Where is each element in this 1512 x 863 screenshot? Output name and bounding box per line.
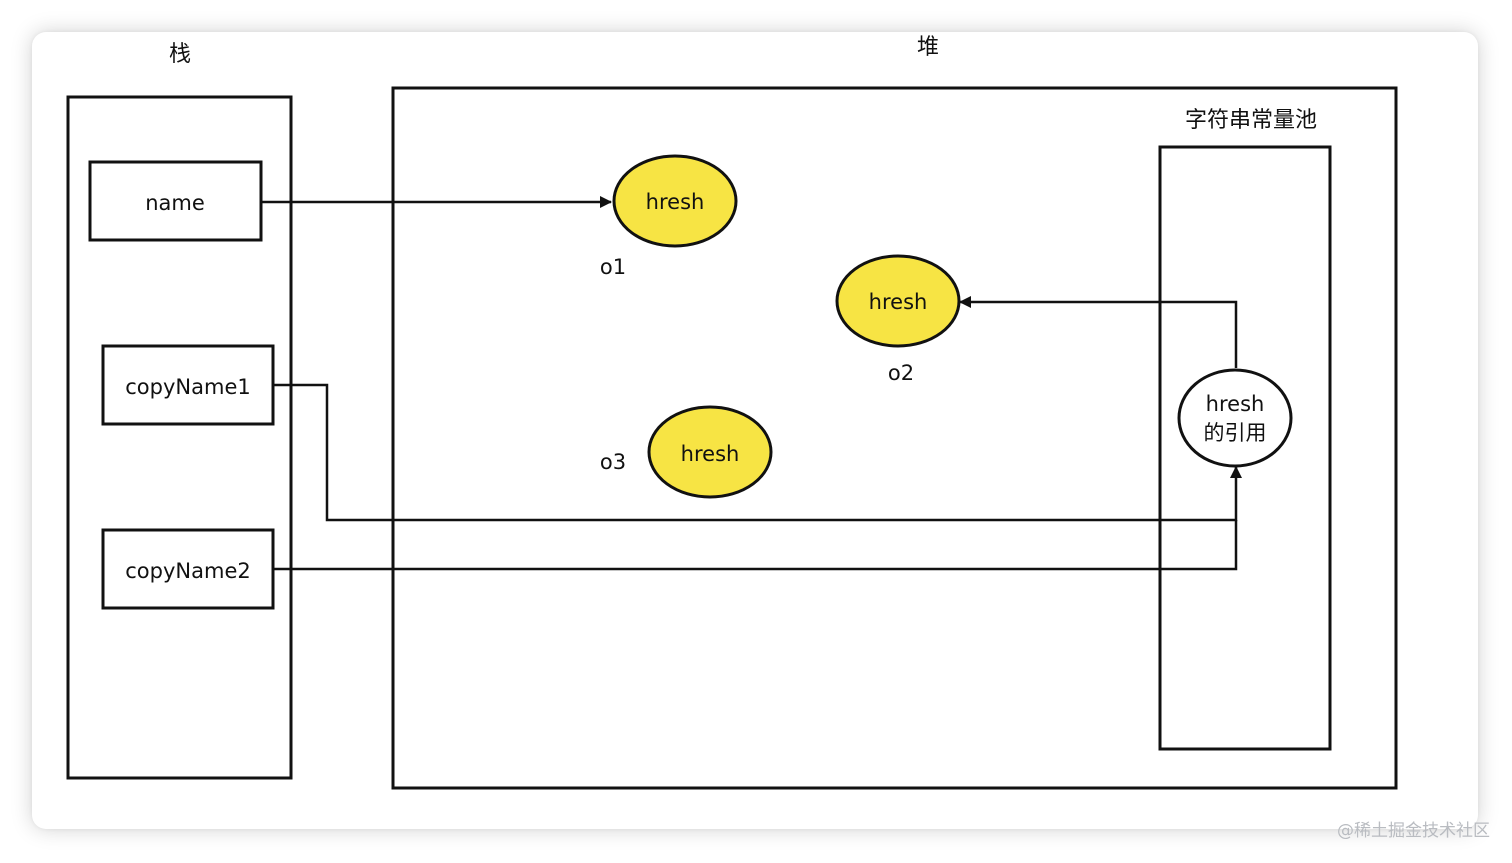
stack-title: 栈 xyxy=(169,42,191,67)
object-value: hresh xyxy=(681,442,740,466)
object-value: hresh xyxy=(646,190,705,214)
stack-var-label: copyName1 xyxy=(125,375,250,399)
stack-var-box xyxy=(101,528,275,610)
string-pool-region xyxy=(1158,145,1332,751)
heap-title: 堆 xyxy=(917,35,939,60)
object-name: o1 xyxy=(600,255,626,279)
heap-object-o3: hresh o3 xyxy=(600,405,773,499)
stack-var-copyname2: copyName2 xyxy=(101,528,275,610)
reference-label-line2: 的引用 xyxy=(1204,421,1267,445)
watermark: @稀土掘金技术社区 xyxy=(1337,821,1490,841)
reference-label-line1: hresh xyxy=(1206,392,1265,416)
stack-var-box xyxy=(101,344,275,426)
object-ellipse xyxy=(612,154,738,248)
connector-copyname2-to-ref xyxy=(273,520,1238,571)
stack-var-box xyxy=(88,160,263,242)
object-name: o2 xyxy=(888,361,914,385)
arrow-ref-to-o2 xyxy=(959,296,1238,368)
object-ellipse xyxy=(835,254,961,348)
stack-var-copyname1: copyName1 xyxy=(101,344,275,426)
stack-var-name: name xyxy=(88,160,263,242)
stack-var-label: name xyxy=(145,191,205,215)
string-pool-title: 字符串常量池 xyxy=(1185,108,1317,133)
object-name: o3 xyxy=(600,450,626,474)
arrow-copyname1-to-ref xyxy=(273,383,1242,522)
object-value: hresh xyxy=(869,290,928,314)
stack-region xyxy=(66,95,293,780)
string-pool-reference: hresh 的引用 xyxy=(1177,368,1293,468)
object-ellipse xyxy=(647,405,773,499)
reference-ellipse xyxy=(1177,368,1293,468)
heap-object-o1: hresh o1 xyxy=(600,154,738,279)
stack-var-label: copyName2 xyxy=(125,559,250,583)
heap-object-o2: hresh o2 xyxy=(835,254,961,385)
heap-region xyxy=(391,86,1398,790)
